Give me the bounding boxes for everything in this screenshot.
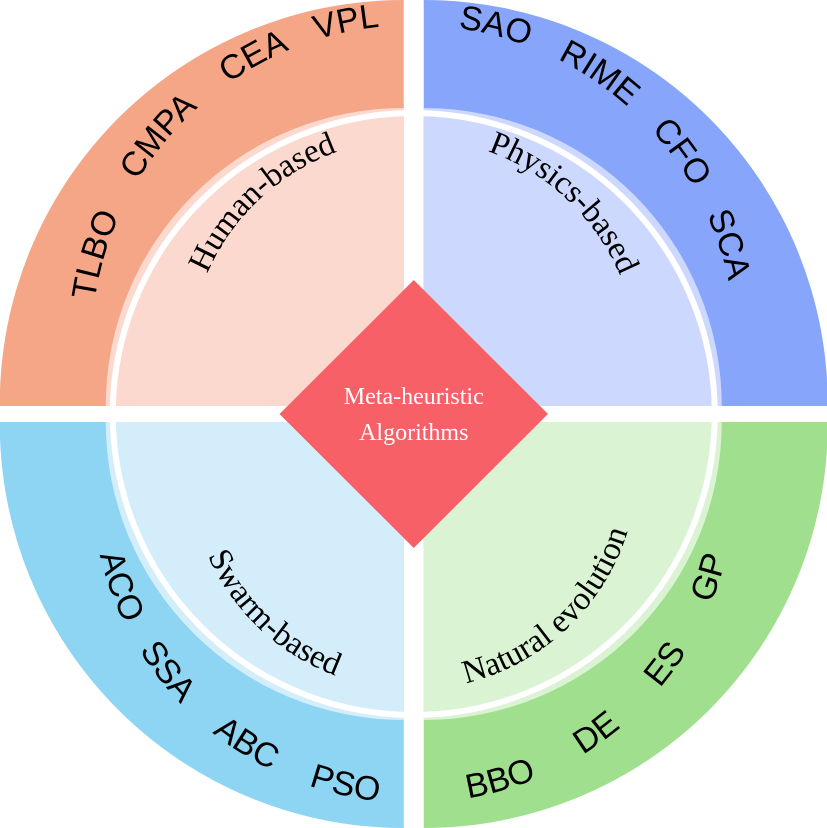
center-title-line2: Algorithms	[359, 420, 468, 446]
ring-separator	[109, 110, 718, 718]
center-title-line1: Meta-heuristic	[344, 384, 484, 410]
natural-inner-sector	[423, 422, 722, 720]
center-diamond	[279, 280, 548, 548]
swarm-inner-sector	[105, 422, 404, 720]
physics-inner-sector	[423, 108, 722, 406]
human-inner-sector	[105, 108, 404, 406]
